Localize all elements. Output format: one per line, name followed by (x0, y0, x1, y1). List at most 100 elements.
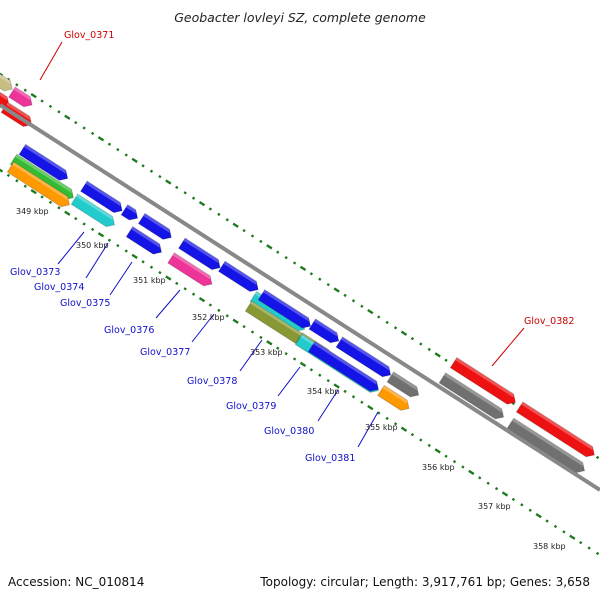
feature-orange-1 (6, 161, 71, 208)
inner-tick (15, 179, 19, 183)
outer-tick (360, 304, 364, 308)
inner-tick (501, 491, 509, 497)
glov-0374-leader-line (85, 242, 109, 279)
feature-blue-10-shine (340, 336, 389, 371)
glov-0376-leader-line (155, 289, 181, 319)
outer-tick (309, 272, 314, 276)
inner-tick (360, 400, 364, 404)
inner-tick (528, 508, 532, 512)
inner-tick (116, 243, 120, 248)
inner-tick (562, 530, 566, 534)
outer-tick (217, 212, 221, 217)
gene-label-glov-0374[interactable]: Glov_0374 (34, 282, 84, 293)
gene-labels: Glov_0371Glov_0373Glov_0374Glov_0375Glov… (10, 30, 574, 464)
outer-tick (90, 131, 95, 136)
inner-tick (183, 287, 187, 291)
inner-tick (444, 454, 448, 458)
outer-tick (124, 153, 128, 157)
outer-tick (326, 282, 330, 287)
outer-tick (427, 347, 431, 352)
outer-tick (64, 114, 71, 120)
feature-blue-8-shine (263, 289, 309, 322)
outer-tick (299, 265, 307, 272)
gene-label-glov-0381[interactable]: Glov_0381 (305, 453, 355, 464)
outer-tick (82, 126, 86, 130)
feature-blue-6 (177, 237, 221, 271)
inner-tick (250, 330, 255, 334)
inner-tick (318, 373, 322, 377)
inner-tick (0, 167, 4, 173)
outer-tick (23, 88, 27, 92)
feature-blue-1-shine (23, 144, 66, 174)
outer-tick (410, 336, 415, 341)
inner-tick (276, 346, 280, 350)
feature-orange-1-shine (12, 162, 68, 201)
gene-label-glov-0380[interactable]: Glov_0380 (264, 426, 314, 437)
feature-blue-7 (217, 260, 259, 293)
gene-label-glov-0375[interactable]: Glov_0375 (60, 298, 110, 309)
inner-tick (191, 292, 196, 296)
feature-blue-2-shine (85, 181, 121, 207)
feature-blue-3-shine (126, 204, 136, 214)
feature-red-2 (515, 401, 595, 458)
outer-tick (149, 169, 154, 173)
inner-tick (511, 497, 516, 502)
inner-tick (64, 210, 71, 216)
genome-backbone (0, 103, 600, 492)
gene-label-glov-0376[interactable]: Glov_0376 (104, 325, 154, 336)
inner-tick (478, 476, 482, 480)
feature-tan-shine (0, 70, 11, 85)
gene-label-glov-0378[interactable]: Glov_0378 (187, 376, 237, 387)
scale-label: 350 kbp (76, 241, 109, 250)
gene-label-glov-0373[interactable]: Glov_0373 (10, 267, 60, 278)
inner-tick (30, 188, 37, 195)
inner-tick (141, 260, 145, 264)
feature-red-top-2-shine (6, 102, 30, 121)
feature-pink-mid (167, 252, 213, 287)
glov-0380-leader-line (317, 389, 339, 422)
glov-0373-leader-line (57, 231, 85, 265)
inner-tick (175, 281, 179, 286)
feature-blue-2 (79, 180, 123, 214)
outer-tick (595, 455, 600, 460)
topology-text: Topology: circular; Length: 3,917,761 bp… (260, 575, 590, 589)
feature-pink-mid-shine (172, 252, 211, 280)
inner-tick (217, 308, 221, 313)
outer-tick (40, 99, 44, 103)
outer-tick (30, 92, 37, 99)
gene-label-glov-0377[interactable]: Glov_0377 (140, 347, 190, 358)
inner-tick (595, 551, 600, 556)
feature-pink-top (8, 86, 33, 108)
feature-blue-4-shine (143, 213, 170, 233)
feature-grey-3-shine (512, 418, 583, 467)
inner-tick (74, 216, 78, 221)
feature-blue-11 (307, 340, 379, 392)
feature-grey-2 (438, 372, 505, 420)
inner-tick (198, 296, 206, 303)
inner-tick (131, 253, 138, 260)
scale-label: 351 kbp (133, 276, 166, 285)
inner-tick (452, 459, 457, 464)
gene-label-glov-0371[interactable]: Glov_0371 (64, 30, 114, 41)
outer-tick (165, 179, 172, 185)
accession-text: Accession: NC_010814 (8, 575, 145, 589)
outer-tick (57, 110, 61, 114)
gene-label-glov-0379[interactable]: Glov_0379 (226, 401, 276, 412)
inner-tick (385, 416, 389, 421)
outer-tick (15, 83, 19, 87)
gene-label-glov-0382[interactable]: Glov_0382 (524, 316, 574, 327)
inner-tick (351, 395, 356, 399)
inner-tick (97, 232, 105, 238)
outer-tick (400, 330, 408, 336)
outer-tick (385, 320, 389, 325)
outer-tick (74, 120, 78, 125)
feature-pink-top-shine (13, 87, 31, 101)
outer-tick (292, 261, 297, 265)
glov-0381-leader-line (357, 411, 379, 448)
outer-tick (259, 239, 263, 244)
outer-tick (198, 200, 206, 207)
outer-tick (367, 308, 374, 315)
scale-label: 357 kbp (478, 502, 511, 511)
scale-label: 352 kbp (192, 313, 225, 322)
inner-tick (266, 340, 273, 346)
